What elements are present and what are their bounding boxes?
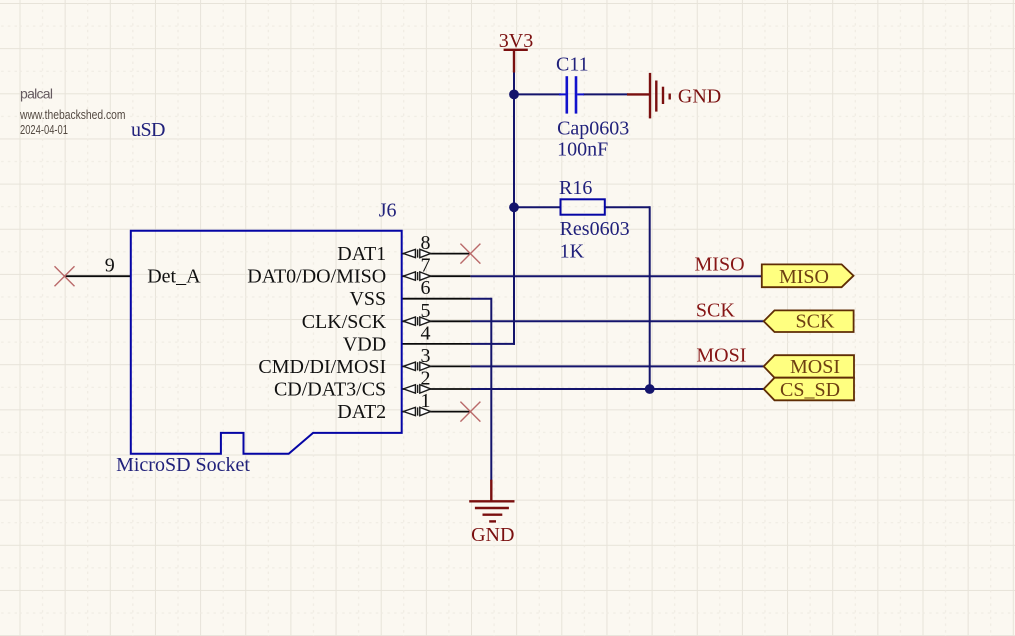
svg-text:Cap0603: Cap0603 [557,118,629,140]
svg-text:100nF: 100nF [557,138,608,160]
svg-text:GND: GND [678,86,721,108]
svg-text:www.thebackshed.com: www.thebackshed.com [19,107,125,122]
svg-text:1: 1 [421,390,431,412]
svg-text:4: 4 [421,322,431,344]
svg-text:8: 8 [421,232,431,254]
svg-text:palcal: palcal [20,86,53,102]
svg-text:DAT2: DAT2 [337,401,386,423]
svg-text:MOSI: MOSI [696,345,746,367]
svg-text:9: 9 [105,255,115,277]
svg-text:6: 6 [421,277,431,299]
svg-text:uSD: uSD [131,119,166,141]
svg-text:DAT0/DO/MISO: DAT0/DO/MISO [247,266,386,288]
svg-text:7: 7 [421,255,431,277]
svg-text:DAT1: DAT1 [337,243,386,265]
svg-text:CS_SD: CS_SD [780,379,840,401]
svg-text:J6: J6 [379,200,397,222]
svg-text:GND: GND [471,524,514,546]
svg-text:CMD/DI/MOSI: CMD/DI/MOSI [258,356,386,378]
svg-text:MicroSD Socket: MicroSD Socket [116,454,250,476]
svg-text:VSS: VSS [349,288,386,310]
svg-text:VDD: VDD [343,333,386,355]
svg-text:CD/DAT3/CS: CD/DAT3/CS [274,379,386,401]
svg-text:C11: C11 [556,54,589,76]
svg-text:3V3: 3V3 [499,30,533,52]
svg-text:MISO: MISO [695,254,745,276]
svg-text:SCK: SCK [696,300,735,322]
svg-text:Res0603: Res0603 [560,218,630,240]
svg-text:CLK/SCK: CLK/SCK [302,311,387,333]
svg-text:2024-04-01: 2024-04-01 [20,122,68,137]
svg-text:1K: 1K [560,240,585,262]
svg-text:Det_A: Det_A [147,266,201,288]
svg-text:MOSI: MOSI [790,356,840,378]
svg-text:2: 2 [421,368,431,390]
svg-text:SCK: SCK [796,311,835,333]
svg-text:MISO: MISO [779,266,829,288]
svg-text:R16: R16 [559,177,592,199]
svg-text:5: 5 [421,300,431,322]
svg-text:3: 3 [421,345,431,367]
